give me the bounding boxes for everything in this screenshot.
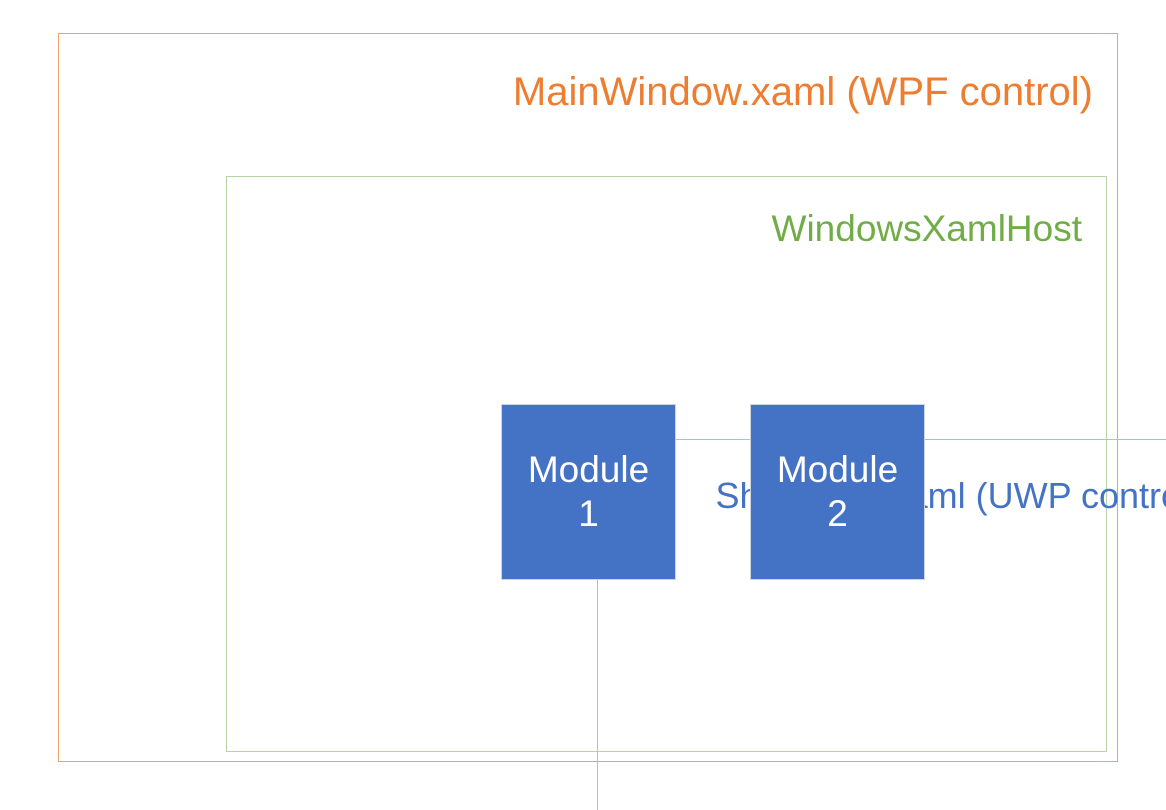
module-block-2: Module 2 [750,404,925,580]
layer-mainwindow: MainWindow.xaml (WPF control) WindowsXam… [58,33,1166,810]
module-1-name: Module [527,449,650,491]
layer-label-windowsxamlhost: WindowsXamlHost [771,208,1082,249]
module-1-index: 1 [578,493,599,534]
layer-label-mainwindow: MainWindow.xaml (WPF control) [512,70,1093,114]
module-2-index: 2 [827,493,848,534]
module-2-name: Module [776,449,899,491]
module-block-1: Module 1 [501,404,676,580]
